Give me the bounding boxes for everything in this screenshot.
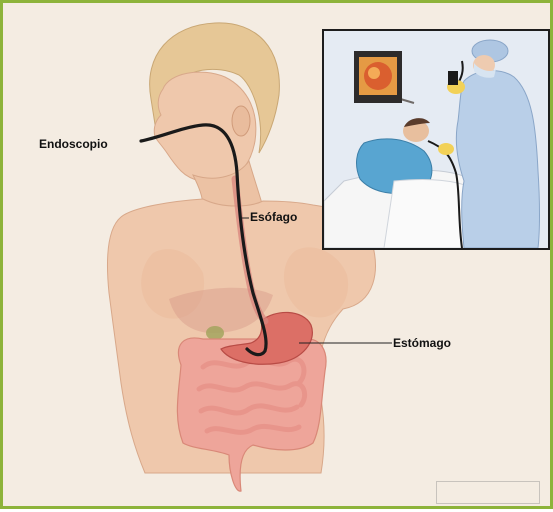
monitor [354,51,402,103]
esophagus-label: Esófago [250,210,297,224]
ear [232,106,250,136]
empty-caption-box [436,481,540,504]
doctor [456,71,539,248]
procedure-inset [322,29,550,250]
stomach-label: Estómago [393,336,451,350]
procedure-scene [324,31,548,248]
gallbladder [206,326,224,340]
endoscope-label: Endoscopio [39,137,108,151]
